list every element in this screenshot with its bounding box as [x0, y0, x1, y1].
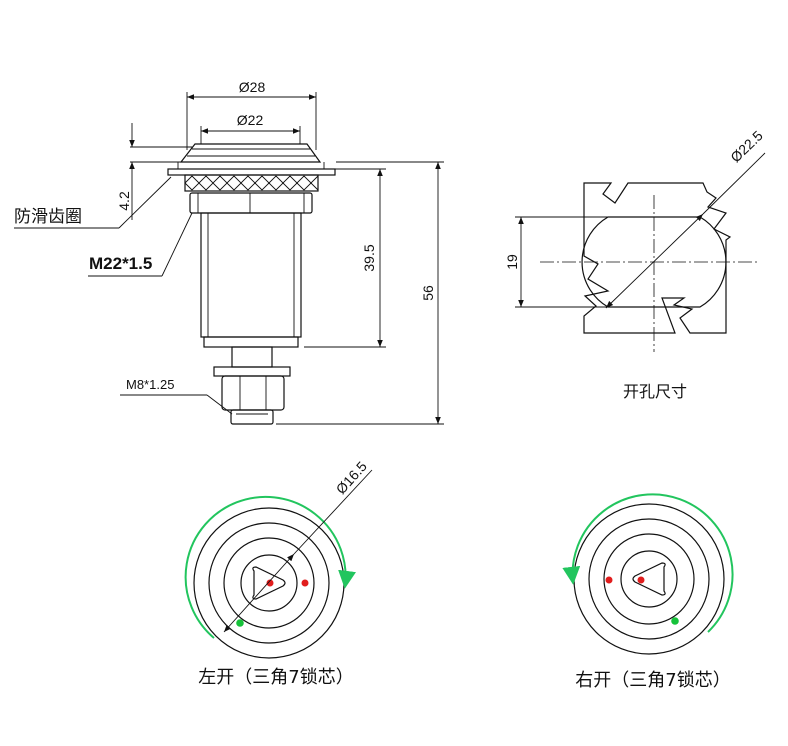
panel-break-outline — [583, 182, 732, 334]
dim-cutout-dia: Ø22.5 — [727, 127, 766, 165]
rotation-arrow-right — [562, 493, 734, 633]
dim-cutout-flat: 19 — [504, 254, 520, 270]
rotation-arrow-left — [184, 495, 356, 639]
dim-collar-height: 4.2 — [116, 191, 132, 211]
label-antislip-ring: 防滑齿圈 — [14, 207, 82, 227]
hex-nut — [189, 192, 313, 214]
red-dot-left-right — [301, 579, 309, 587]
green-dot-right — [671, 617, 679, 625]
threaded-body — [200, 212, 302, 338]
lock-cap — [179, 143, 322, 163]
label-main-thread: M22*1.5 — [89, 254, 152, 273]
lock-shaft — [231, 346, 273, 368]
left-open-view: Ø16.5 左开（三角7锁芯） — [184, 458, 373, 688]
dim-dia-outer: Ø28 — [239, 79, 266, 95]
caption-left-open: 左开（三角7锁芯） — [198, 667, 353, 688]
green-dot-left — [236, 619, 244, 627]
right-open-view: 右开（三角7锁芯） — [562, 493, 734, 691]
label-nut-thread: M8*1.25 — [126, 377, 174, 392]
red-dot-right-left — [605, 576, 613, 584]
triangle-keyway-right — [632, 562, 666, 596]
red-dot-right-center — [637, 576, 645, 584]
dim-body-length: 39.5 — [361, 244, 377, 271]
caption-cutout: 开孔尺寸 — [623, 382, 687, 401]
m8-nut — [213, 366, 291, 377]
flange-plate — [167, 168, 336, 176]
caption-right-open: 右开（三角7锁芯） — [575, 670, 730, 691]
dim-dia-inner: Ø22 — [237, 112, 264, 128]
cutout-view: Ø22.5 19 开孔尺寸 — [504, 127, 766, 401]
lock-side-view: Ø28 Ø22 4.2 39.5 56 防滑齿圈 M22*1.5 M8 — [14, 79, 444, 425]
dim-total-length: 56 — [420, 285, 436, 301]
anti-slip-teeth — [184, 174, 319, 192]
